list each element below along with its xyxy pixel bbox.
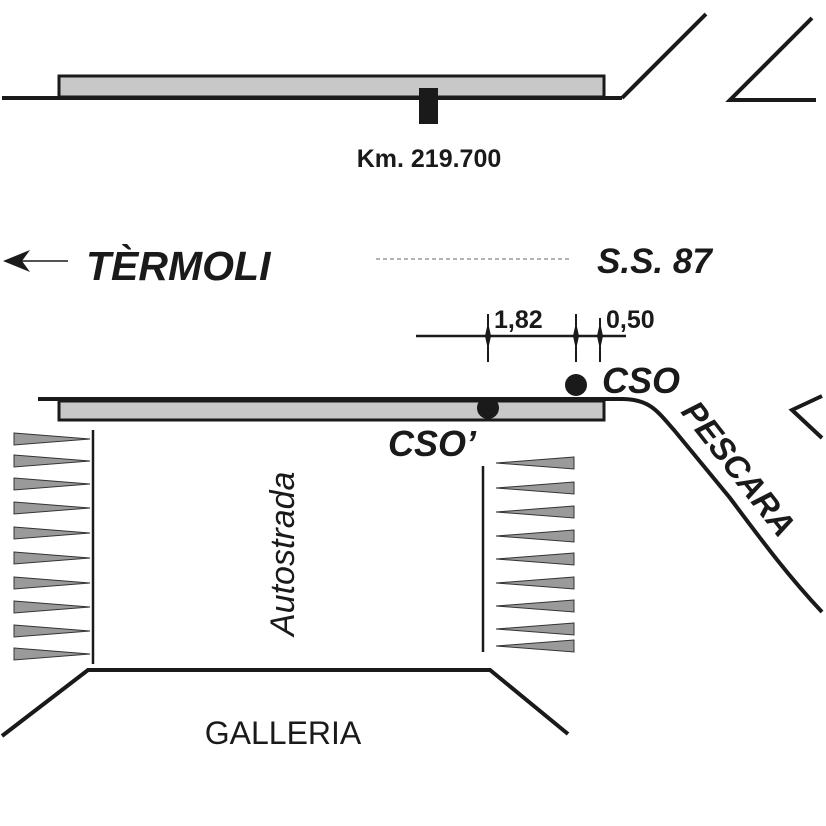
pescara-label: PESCARA <box>674 394 802 544</box>
upper-track <box>2 12 816 124</box>
dimension-line <box>416 314 626 362</box>
termoli-label: TÈRMOLI <box>86 243 272 289</box>
dim-tick-3 <box>597 322 603 350</box>
right-branch-stub <box>788 394 824 440</box>
left-spikes <box>13 432 91 661</box>
cso-prime-label: CSO’ <box>388 423 477 464</box>
dim-left-label: 1,82 <box>494 306 543 334</box>
km-marker-post <box>419 88 438 124</box>
right-spikes <box>495 456 575 653</box>
termoli-direction-arrow <box>3 250 68 272</box>
cso-label: CSO <box>602 360 680 401</box>
left-spike-barrier <box>13 430 95 664</box>
cso-signal <box>565 374 587 396</box>
dim-tick-1 <box>485 322 491 350</box>
dim-right-label: 0,50 <box>606 306 655 334</box>
lower-track <box>38 394 824 614</box>
upper-branch-left <box>620 12 708 100</box>
right-spike-barrier <box>481 456 575 653</box>
upper-platform <box>57 74 606 99</box>
upper-branch-right <box>725 16 816 102</box>
dim-tick-2 <box>573 322 579 350</box>
pescara-curve <box>621 397 824 614</box>
km-marker-label: Km. 219.700 <box>357 145 502 173</box>
galleria-label: GALLERIA <box>205 715 362 751</box>
galleria-outline <box>0 668 570 738</box>
road-label: S.S. 87 <box>597 242 713 281</box>
autostrada-label: Autostrada <box>264 472 302 638</box>
lower-platform <box>57 399 606 422</box>
cso-prime-signal <box>477 397 499 419</box>
